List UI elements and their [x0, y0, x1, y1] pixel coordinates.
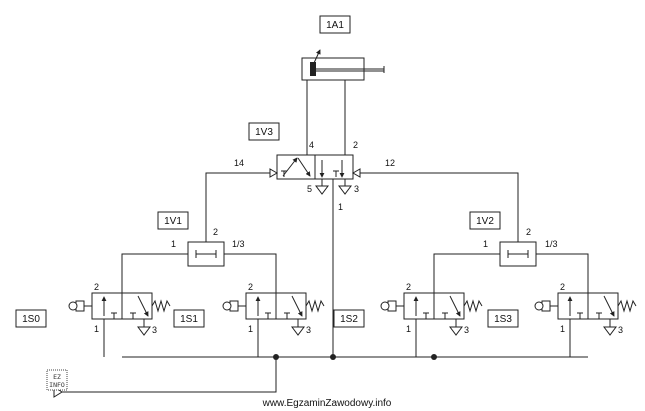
port-1v2-2: 2 [526, 227, 531, 237]
watermark: www.EgzaminZawodowy.info [262, 398, 392, 409]
port-1v2-13: 1/3 [545, 239, 558, 249]
port-s2-1: 1 [406, 324, 411, 334]
valve-1v3 [269, 154, 361, 195]
logo-line-1: EZ [53, 373, 61, 381]
tag-s0-text: 1S0 [22, 314, 40, 325]
port-1v2-1: 1 [483, 239, 488, 249]
exhaust-icon [137, 326, 151, 336]
tag-1v1: 1V1 [157, 211, 189, 230]
tag-1v1-text: 1V1 [164, 216, 182, 227]
port-s2-2: 2 [406, 282, 411, 292]
port-1v1-13: 1/3 [232, 239, 245, 249]
valve-s2: 2 1 3 1S2 [333, 282, 483, 357]
port-s0-1: 1 [94, 324, 99, 334]
port-1v3-14: 14 [234, 158, 244, 168]
roller-icon [380, 301, 390, 311]
tag-1v2: 1V2 [469, 211, 501, 230]
spring-icon [617, 299, 637, 313]
exhaust-icon [291, 326, 305, 336]
port-s3-2: 2 [560, 282, 565, 292]
port-1v3-1: 1 [338, 202, 343, 212]
logo-line-2: INFO [49, 381, 65, 389]
spring-icon [305, 299, 325, 313]
cylinder-lines [306, 80, 346, 155]
tag-s2: 1S2 [333, 309, 365, 328]
tag-1a1: 1A1 [319, 15, 351, 34]
port-1v3-5: 5 [307, 184, 312, 194]
exhaust-icon [449, 326, 463, 336]
tag-1v2-text: 1V2 [476, 216, 494, 227]
shuttle-valve-1v1 [121, 241, 277, 293]
ez-info-logo: EZ INFO [46, 369, 68, 391]
port-s2-3: 3 [464, 325, 469, 335]
roller-icon [534, 301, 544, 311]
shuttle-valve-1v2 [433, 241, 589, 293]
roller-icon [222, 301, 232, 311]
junction-dot [330, 354, 336, 360]
port-s1-2: 2 [248, 282, 253, 292]
spring-icon [463, 299, 483, 313]
pilot-lines [205, 172, 519, 242]
port-s0-2: 2 [94, 282, 99, 292]
port-1v3-2: 2 [353, 140, 358, 150]
port-s1-1: 1 [248, 324, 253, 334]
tag-1v3: 1V3 [248, 122, 280, 141]
port-1v3-3: 3 [354, 184, 359, 194]
port-s3-1: 1 [560, 324, 565, 334]
port-s1-3: 3 [306, 325, 311, 335]
tag-1v3-text: 1V3 [255, 127, 273, 138]
tag-1a1-text: 1A1 [326, 20, 344, 31]
tag-s0: 1S0 [15, 309, 47, 328]
exhaust-icon [603, 326, 617, 336]
valve-s0: 2 1 3 1S0 [15, 282, 171, 357]
port-s0-3: 3 [152, 325, 157, 335]
tag-s3-text: 1S3 [494, 314, 512, 325]
port-s3-3: 3 [618, 325, 623, 335]
port-1v1-2: 2 [213, 227, 218, 237]
tag-s1-text: 1S1 [180, 314, 198, 325]
valve-s3: 2 1 3 1S3 [487, 282, 637, 357]
tag-s2-text: 1S2 [340, 314, 358, 325]
port-1v1-1: 1 [171, 239, 176, 249]
port-1v3-4: 4 [309, 140, 314, 150]
tag-s3: 1S3 [487, 309, 519, 328]
port-1v3-12: 12 [385, 158, 395, 168]
supply-manifold [53, 354, 588, 398]
valve-s1: 2 1 3 1S1 [173, 282, 325, 357]
junction-dot [431, 354, 437, 360]
tag-s1: 1S1 [173, 309, 205, 328]
cylinder-1a1 [301, 49, 385, 81]
roller-icon [68, 301, 78, 311]
spring-icon [151, 299, 171, 313]
